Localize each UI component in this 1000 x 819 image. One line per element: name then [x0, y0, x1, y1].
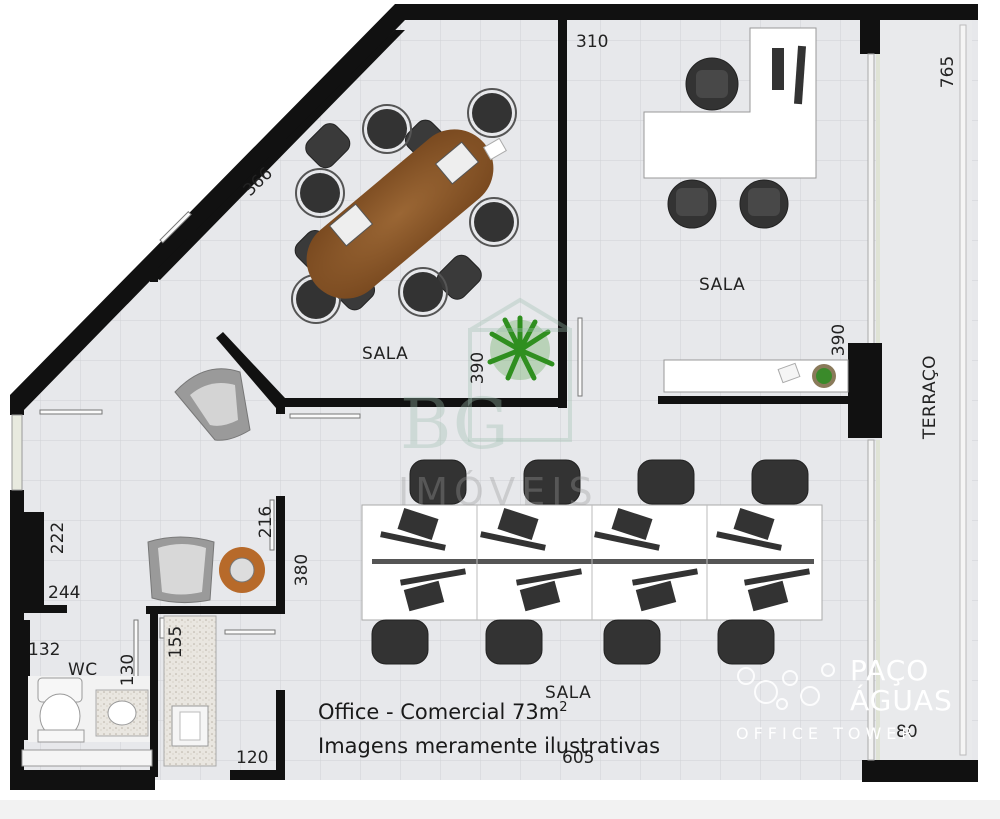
dim-216: 216 — [256, 505, 277, 539]
brand-line3: OFFICE TOWER — [736, 724, 918, 743]
dim-222: 222 — [48, 521, 69, 555]
side-table — [219, 547, 265, 593]
caption-title-text: Office - Comercial 73m — [318, 700, 560, 724]
laptop-icon — [328, 141, 480, 247]
dim-605: 605 — [562, 748, 595, 768]
dim-390-right: 390 — [829, 323, 850, 357]
terrace-glazing — [867, 24, 967, 761]
doors — [39, 211, 583, 681]
dim-390-meeting: 390 — [468, 351, 489, 385]
office-chairs — [371, 459, 809, 665]
meeting-table-group — [291, 88, 519, 324]
wc-fixtures — [28, 676, 150, 743]
dim-80: 80 — [896, 722, 918, 742]
brand-logo: PAÇO ÁGUAS OFFICE TOWER — [732, 654, 972, 746]
column — [848, 343, 882, 438]
dim-120: 120 — [236, 748, 269, 768]
room-label-wc: WC — [68, 660, 98, 680]
sideboard — [663, 359, 849, 393]
dim-155: 155 — [166, 625, 187, 659]
brand-line1: PAÇO — [850, 654, 930, 687]
workstation-bench — [361, 504, 823, 621]
armchair — [147, 536, 215, 604]
room-label-office: SALA — [699, 275, 746, 295]
watermark-letters: BG — [400, 383, 509, 465]
kitchen-counter — [163, 615, 217, 767]
dim-380: 380 — [292, 553, 313, 587]
threshold — [21, 749, 153, 767]
interior-walls — [22, 20, 850, 780]
room-label-terrace: TERRAÇO — [920, 354, 941, 440]
office-desk-group — [643, 27, 817, 229]
room-label-open-office: SALA — [545, 683, 592, 703]
caption-subtitle: Imagens meramente ilustrativas — [318, 734, 661, 758]
footer-band — [0, 800, 1000, 819]
window-left — [11, 414, 23, 491]
armchair — [174, 368, 251, 441]
keyboard-icon — [793, 45, 807, 105]
paper-icon — [483, 137, 507, 161]
watermark-sub: IMÓVEIS — [398, 470, 599, 514]
dim-765: 765 — [938, 55, 959, 89]
brand-line2: ÁGUAS — [850, 684, 953, 717]
caption-title: Office - Comercial 73m2 — [318, 700, 568, 724]
dim-310: 310 — [576, 32, 609, 52]
bubbles-icon — [737, 663, 835, 710]
dim-244: 244 — [48, 583, 81, 603]
caption-sup: 2 — [559, 700, 568, 715]
outer-walls — [10, 4, 978, 790]
plant-icon — [487, 315, 555, 381]
dim-130: 130 — [118, 653, 139, 687]
room-label-meeting: SALA — [362, 344, 409, 364]
dim-132: 132 — [28, 640, 61, 660]
monitor-icon — [772, 48, 784, 90]
watermark-logo — [468, 297, 572, 442]
